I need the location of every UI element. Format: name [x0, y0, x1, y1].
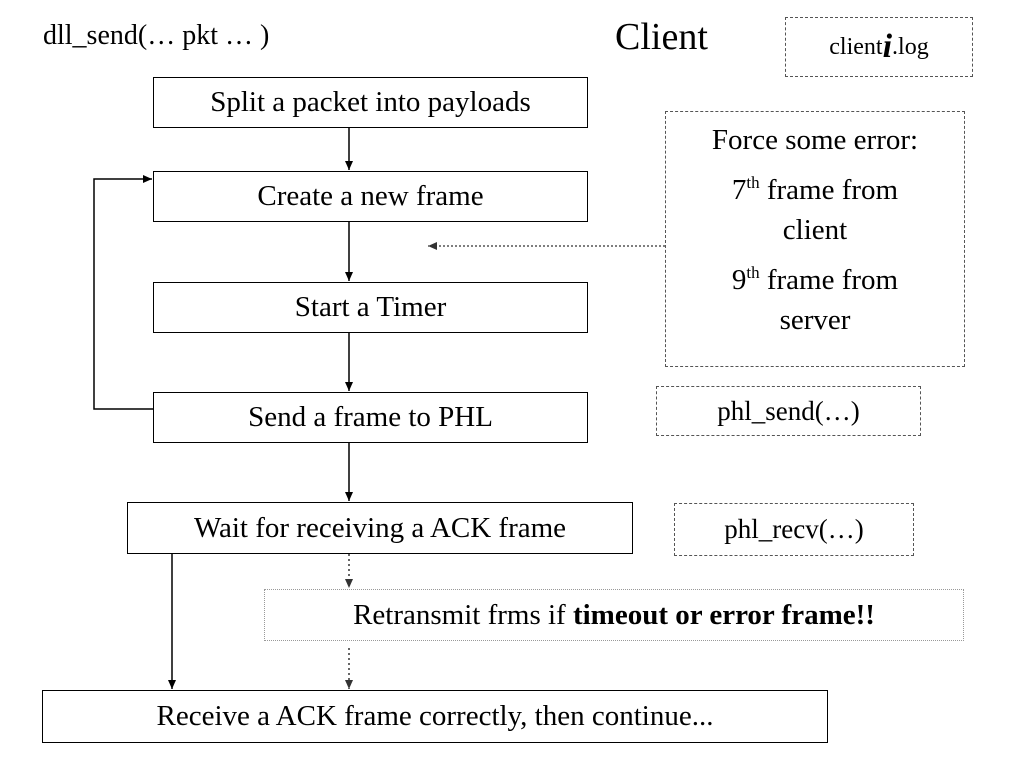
function-label: dll_send(… pkt … )	[43, 20, 270, 51]
log-var: i	[882, 28, 893, 65]
error-line2-num: 9	[731, 264, 747, 296]
error-line-client: 7th frame from	[666, 170, 964, 210]
error-line2-sup: th	[746, 262, 760, 282]
send-frame-box: Send a frame to PHL	[153, 392, 588, 443]
force-error-note: Force some error: 7th frame from client …	[665, 111, 965, 367]
error-line1-rest: frame from	[759, 174, 899, 206]
error-line2-end: server	[779, 304, 851, 336]
error-line1-num: 7	[731, 174, 747, 206]
error-line2-rest: frame from	[759, 264, 899, 296]
error-line-server: 9th frame from	[666, 260, 964, 300]
retransmit-prefix: Retransmit frms if	[353, 598, 573, 631]
diagram-title: Client	[615, 16, 708, 58]
split-packet-box: Split a packet into payloads	[153, 77, 588, 128]
retransmit-note: Retransmit frms if timeout or error fram…	[264, 589, 964, 641]
error-line1-end: client	[782, 214, 848, 246]
start-timer-box: Start a Timer	[153, 282, 588, 333]
log-suffix: .log	[892, 33, 929, 60]
create-frame-box: Create a new frame	[153, 171, 588, 222]
retransmit-emphasis: timeout or error frame!!	[572, 598, 875, 631]
phl-send-box: phl_send(…)	[656, 386, 921, 436]
arrow-loop-back	[93, 175, 153, 410]
phl-recv-box: phl_recv(…)	[674, 503, 914, 556]
wait-ack-box: Wait for receiving a ACK frame	[127, 502, 633, 554]
error-heading: Force some error:	[711, 124, 919, 156]
log-prefix: client	[829, 33, 883, 60]
receive-ack-box: Receive a ACK frame correctly, then cont…	[42, 690, 828, 743]
error-line1-sup: th	[746, 172, 760, 192]
